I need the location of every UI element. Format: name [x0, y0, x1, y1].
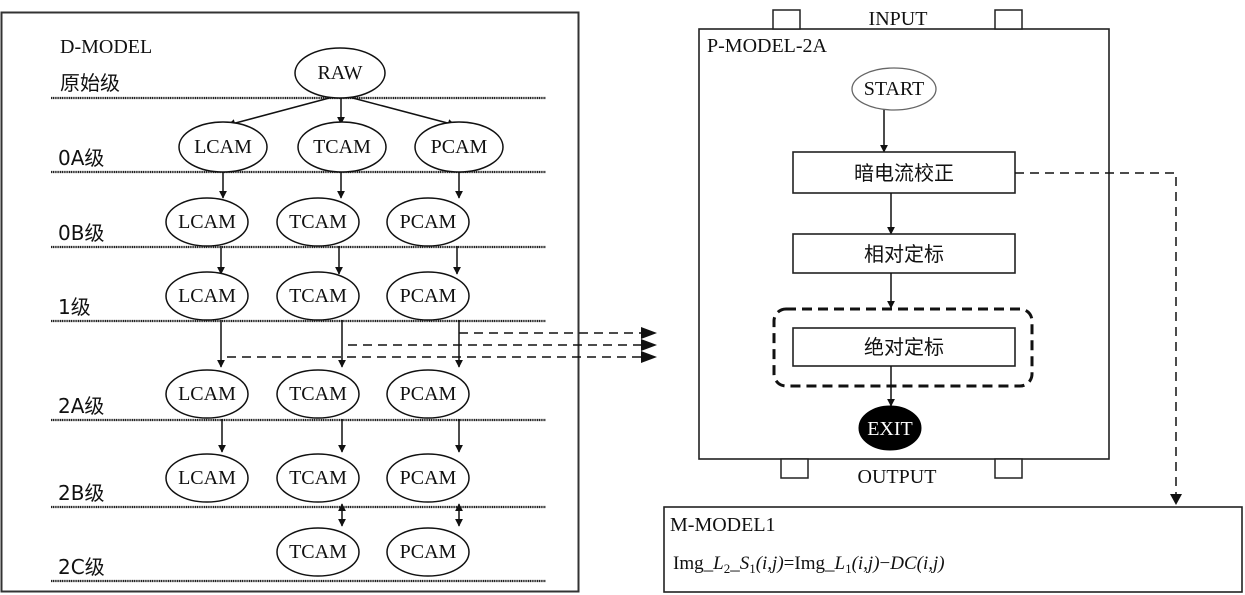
- step-label: 相对定标: [864, 242, 944, 266]
- node-label: PCAM: [431, 136, 488, 158]
- edge-raw-pcam: [348, 96, 456, 128]
- node-0b-pcam[interactable]: PCAM: [386, 197, 470, 247]
- step-absolute-calibration[interactable]: 绝对定标: [792, 327, 1016, 367]
- node-label: TCAM: [289, 211, 347, 233]
- exit-node[interactable]: EXIT: [858, 405, 922, 451]
- output-port-left[interactable]: [780, 458, 809, 479]
- step-relative-calibration[interactable]: 相对定标: [792, 233, 1016, 274]
- node-2a-tcam[interactable]: TCAM: [276, 369, 360, 419]
- node-1-lcam[interactable]: LCAM: [165, 271, 249, 321]
- node-label: TCAM: [289, 285, 347, 307]
- node-2c-pcam[interactable]: PCAM: [386, 527, 470, 577]
- p-model-title: P-MODEL-2A: [707, 35, 828, 57]
- level-0a-nodes: LCAM TCAM PCAM: [178, 121, 504, 173]
- formula-part: (i,j): [756, 553, 784, 574]
- level-label-1: 1级: [58, 295, 91, 319]
- step-label: 暗电流校正: [854, 161, 954, 185]
- node-label: LCAM: [178, 467, 236, 489]
- level-label-raw: 原始级: [60, 71, 120, 95]
- level-label-0a: 0A级: [58, 146, 104, 170]
- level-2c-nodes: TCAM PCAM: [276, 527, 470, 577]
- output-port-right[interactable]: [994, 458, 1023, 479]
- d-to-p-connectors: [227, 327, 657, 363]
- node-0a-pcam[interactable]: PCAM: [414, 121, 504, 173]
- node-label: LCAM: [194, 136, 252, 158]
- node-1-tcam[interactable]: TCAM: [276, 271, 360, 321]
- level-2a-nodes: LCAM TCAM PCAM: [165, 369, 470, 419]
- node-2c-tcam[interactable]: TCAM: [276, 527, 360, 577]
- formula-part: DC: [889, 553, 917, 574]
- node-label: TCAM: [289, 383, 347, 405]
- arrowhead-pcam: [641, 327, 657, 339]
- formula-part: (i,j): [852, 553, 880, 574]
- level-label-2a: 2A级: [58, 394, 104, 418]
- node-0b-lcam[interactable]: LCAM: [165, 197, 249, 247]
- start-node[interactable]: START: [851, 67, 937, 111]
- node-label: RAW: [317, 62, 362, 84]
- node-label: LCAM: [178, 285, 236, 307]
- node-label: PCAM: [400, 285, 457, 307]
- node-0b-tcam[interactable]: TCAM: [276, 197, 360, 247]
- edge-raw-lcam: [227, 96, 334, 128]
- formula-part: _: [729, 553, 740, 574]
- node-2b-pcam[interactable]: PCAM: [386, 453, 470, 503]
- start-label: START: [864, 78, 925, 100]
- m-model-panel: M-MODEL1 Img_L2_S1(i,j)=Img_L1(i,j)−DC(i…: [663, 506, 1243, 593]
- node-1-pcam[interactable]: PCAM: [386, 271, 470, 321]
- input-label: INPUT: [869, 8, 928, 30]
- formula-part: (i,j): [917, 553, 945, 574]
- node-label: PCAM: [400, 541, 457, 563]
- level-0b-nodes: LCAM TCAM PCAM: [165, 197, 470, 247]
- node-label: TCAM: [289, 467, 347, 489]
- node-label: LCAM: [178, 211, 236, 233]
- formula-part: L: [833, 553, 845, 574]
- level-1-nodes: LCAM TCAM PCAM: [165, 271, 470, 321]
- m-model-border: [663, 506, 1243, 593]
- formula-subscript: 2: [724, 561, 731, 576]
- highlight-frame: [772, 307, 1034, 388]
- p-model-panel: INPUT OUTPUT P-MODEL-2A START 暗电流校正 相对定标: [698, 8, 1182, 505]
- formula-part: −: [880, 553, 891, 574]
- node-2a-lcam[interactable]: LCAM: [165, 369, 249, 419]
- node-2a-pcam[interactable]: PCAM: [386, 369, 470, 419]
- arrowhead-tcam: [641, 339, 657, 351]
- node-label: TCAM: [289, 541, 347, 563]
- step-label: 绝对定标: [864, 335, 944, 359]
- node-0a-lcam[interactable]: LCAM: [178, 121, 268, 173]
- formula-part: S: [740, 553, 750, 574]
- output-label: OUTPUT: [858, 466, 937, 488]
- exit-label: EXIT: [867, 418, 913, 440]
- level-label-0b: 0B级: [58, 221, 104, 245]
- arrowhead-lcam: [641, 351, 657, 363]
- formula-part: Img_: [673, 553, 714, 574]
- formula-subscript: 1: [749, 561, 756, 576]
- formula-subscript: 1: [845, 561, 852, 576]
- node-label: PCAM: [400, 467, 457, 489]
- step-dark-current-correction[interactable]: 暗电流校正: [792, 151, 1016, 194]
- node-2b-lcam[interactable]: LCAM: [165, 453, 249, 503]
- d-model-edges: [217, 96, 463, 527]
- d-model-title: D-MODEL: [60, 36, 152, 58]
- formula-part: =Img_: [784, 553, 835, 574]
- m-model-formula: Img_L2_S1(i,j)=Img_L1(i,j)−DC(i,j): [673, 553, 945, 576]
- node-label: PCAM: [400, 383, 457, 405]
- m-model-title: M-MODEL1: [670, 514, 776, 536]
- level-2b-nodes: LCAM TCAM PCAM: [165, 453, 470, 503]
- input-port-right[interactable]: [994, 9, 1023, 30]
- node-0a-tcam[interactable]: TCAM: [297, 121, 387, 173]
- node-2b-tcam[interactable]: TCAM: [276, 453, 360, 503]
- node-label: TCAM: [313, 136, 371, 158]
- input-port-left[interactable]: [772, 9, 801, 30]
- node-label: LCAM: [178, 383, 236, 405]
- level-label-2b: 2B级: [58, 481, 104, 505]
- node-raw[interactable]: RAW: [294, 47, 386, 99]
- d-model-panel: D-MODEL 原始级 0A级 0B级 1级 2A级 2B级 2C级: [0, 11, 657, 593]
- arrowhead-m-model: [1170, 494, 1182, 505]
- formula-part: L: [712, 553, 724, 574]
- node-label: PCAM: [400, 211, 457, 233]
- level-label-2c: 2C级: [58, 555, 105, 579]
- dashed-connector-to-m-model: [1015, 172, 1177, 494]
